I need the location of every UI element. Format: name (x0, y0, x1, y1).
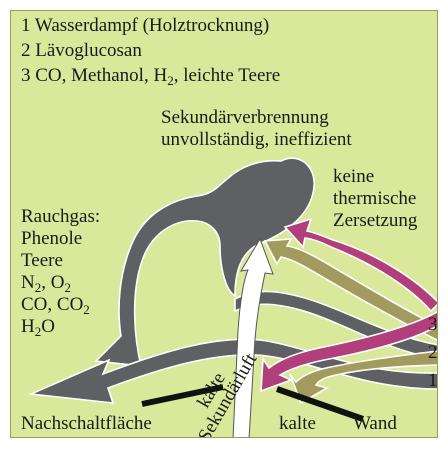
cold-label: kalte (279, 413, 316, 434)
after-surface-label: Nachschaltfläche (21, 413, 152, 434)
arrow-label-1: 1 (428, 370, 438, 391)
legend-item-1: 1 Wasserdampf (Holztrocknung) (21, 15, 269, 36)
smoke-plume (96, 158, 314, 366)
no-decomposition-line1: keine (333, 166, 374, 187)
arrow-label-3: 3 (428, 314, 438, 335)
diagram-panel: kalte Sekundärluft 1 Wasserdampf (Holztr… (10, 10, 438, 438)
secondary-combustion-line1: Sekundärverbrennung (161, 107, 329, 128)
no-decomposition-line2: thermische (333, 188, 416, 209)
flue-gas-phenols: Phenole (21, 228, 82, 249)
legend-item-3: 3 CO, Methanol, H2, leichte Teere (21, 65, 280, 91)
flue-gas-h2o: H2O (21, 316, 55, 342)
flue-gas-tars: Teere (21, 250, 63, 271)
secondary-combustion-line2: unvollständig, ineffizient (161, 129, 352, 150)
legend-item-2: 2 Lävoglucosan (21, 40, 142, 61)
no-decomposition-line3: Zersetzung (333, 210, 417, 231)
wall-label: Wand (353, 413, 397, 434)
flue-gas-title: Rauchgas: (21, 206, 100, 227)
arrow-label-2: 2 (428, 342, 438, 363)
